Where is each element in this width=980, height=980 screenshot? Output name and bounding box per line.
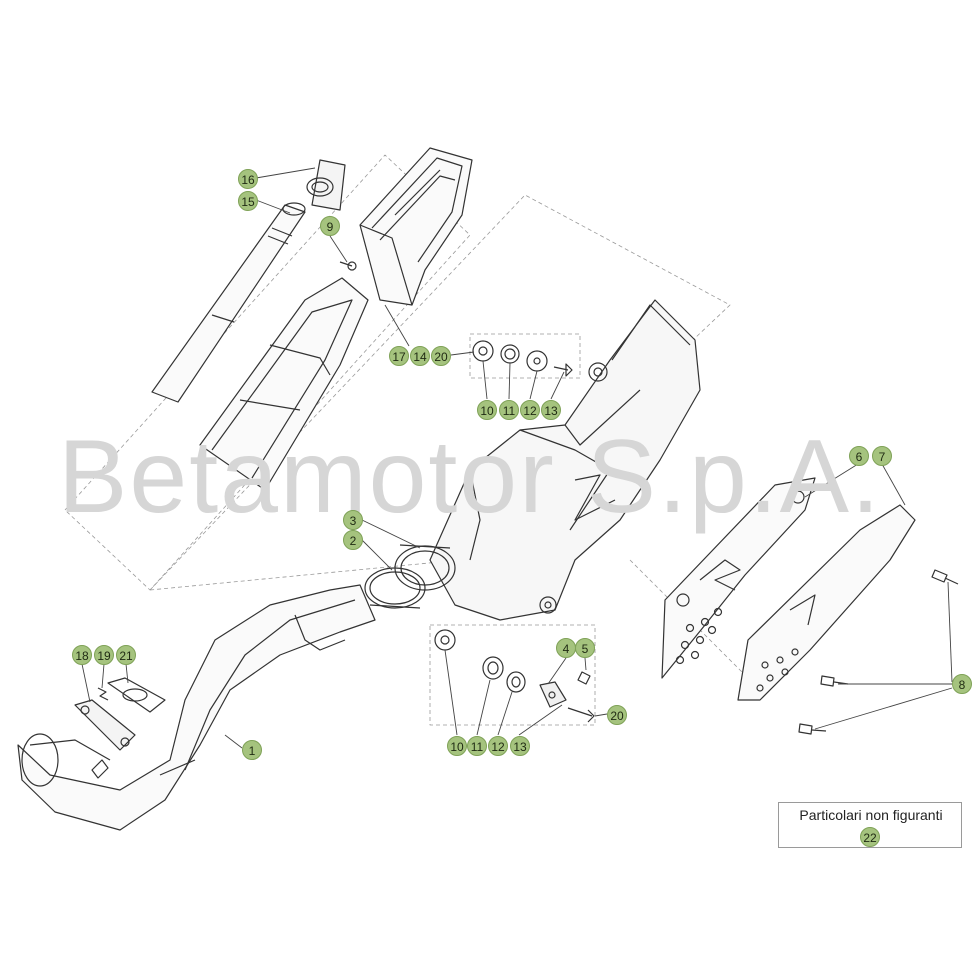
callout-12-lower[interactable]: 12 — [488, 736, 508, 756]
legend-label: Particolari non figuranti — [799, 807, 943, 823]
leader-lines — [81, 167, 953, 749]
silencer-sleeve-lower — [199, 277, 369, 491]
callout-15[interactable]: 15 — [238, 191, 258, 211]
callout-7[interactable]: 7 — [872, 446, 892, 466]
legend-box: Particolari non figuranti 22 — [778, 802, 962, 848]
callout-12-upper[interactable]: 12 — [520, 400, 540, 420]
callout-13-lower[interactable]: 13 — [510, 736, 530, 756]
flange-assembly — [74, 677, 166, 779]
silencer-cover-upper — [359, 147, 473, 306]
callout-10-upper[interactable]: 10 — [477, 400, 497, 420]
fastener-group-upper — [472, 340, 573, 377]
fastener-group-lower — [434, 629, 595, 723]
heat-shield-outer — [737, 504, 916, 701]
callout-18[interactable]: 18 — [72, 645, 92, 665]
callout-17[interactable]: 17 — [389, 346, 409, 366]
callout-5[interactable]: 5 — [575, 638, 595, 658]
coupling-rings — [364, 544, 456, 609]
callout-20-upper[interactable]: 20 — [431, 346, 451, 366]
silencer-body — [429, 299, 701, 621]
callout-1[interactable]: 1 — [242, 740, 262, 760]
heat-shield-inner — [661, 477, 816, 679]
callout-11-upper[interactable]: 11 — [499, 400, 519, 420]
callout-21[interactable]: 21 — [116, 645, 136, 665]
callout-14[interactable]: 14 — [410, 346, 430, 366]
callout-4[interactable]: 4 — [556, 638, 576, 658]
callout-6[interactable]: 6 — [849, 446, 869, 466]
callout-3[interactable]: 3 — [343, 510, 363, 530]
callout-8[interactable]: 8 — [952, 674, 972, 694]
callout-16[interactable]: 16 — [238, 169, 258, 189]
callout-11-lower[interactable]: 11 — [467, 736, 487, 756]
callout-10-lower[interactable]: 10 — [447, 736, 467, 756]
callout-22[interactable]: 22 — [860, 827, 880, 847]
callout-20-lower[interactable]: 20 — [607, 705, 627, 725]
heat-shield-screws — [798, 569, 959, 735]
callout-2[interactable]: 2 — [343, 530, 363, 550]
callout-13-upper[interactable]: 13 — [541, 400, 561, 420]
sleeve-part — [306, 159, 346, 211]
callout-9[interactable]: 9 — [320, 216, 340, 236]
dashed-guides — [64, 154, 766, 726]
exhaust-header-pipe — [17, 584, 376, 831]
callout-19[interactable]: 19 — [94, 645, 114, 665]
screw-part-9 — [339, 261, 357, 271]
tailpipe-tube — [151, 202, 306, 403]
